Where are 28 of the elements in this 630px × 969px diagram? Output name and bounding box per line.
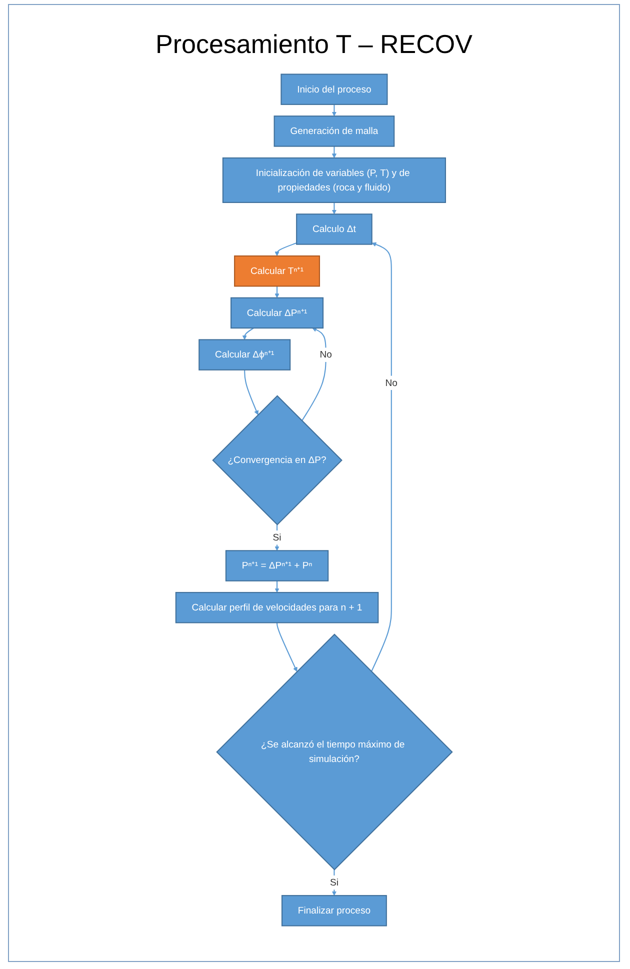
node-box: Pⁿ⁺¹ = ΔPⁿ⁺¹ + Pⁿ xyxy=(225,550,329,582)
edge-label: Si xyxy=(272,532,282,543)
node-box: Finalizar proceso xyxy=(281,895,387,926)
node-diamond: ¿Se alcanzó el tiempo máximo de simulación? xyxy=(216,634,453,870)
arrow xyxy=(332,146,337,158)
node-box: Inicio del proceso xyxy=(280,74,388,105)
node-diamond: ¿Convergencia en ΔP? xyxy=(212,395,342,526)
arrow xyxy=(244,370,259,416)
node-box: Calcular Tⁿ⁺¹ xyxy=(234,255,320,287)
arrow xyxy=(370,242,392,672)
node-box: Inicialización de variables (P, T) y de propiedades (roca y fluido) xyxy=(222,157,446,203)
node-box: Calcular ΔPⁿ⁺¹ xyxy=(230,297,324,329)
arrow xyxy=(274,286,280,298)
arrow xyxy=(242,328,254,340)
arrow xyxy=(332,202,337,214)
edge-label: Si xyxy=(330,877,338,888)
node-box: Calcular perfil de velocidades para n + 1 xyxy=(175,592,379,624)
arrow xyxy=(332,104,337,116)
arrow xyxy=(276,622,298,672)
arrow xyxy=(274,242,297,256)
arrow xyxy=(302,328,326,422)
node-box: Generación de malla xyxy=(274,116,395,147)
diagram-title: Procesamiento T – RECOV xyxy=(156,29,472,60)
edge-label: No xyxy=(320,349,332,360)
edge-label: No xyxy=(385,377,398,388)
node-box: Calcular Δϕⁿ⁺¹ xyxy=(198,339,291,370)
node-box: Calculo Δt xyxy=(296,214,372,245)
arrow xyxy=(274,580,280,593)
